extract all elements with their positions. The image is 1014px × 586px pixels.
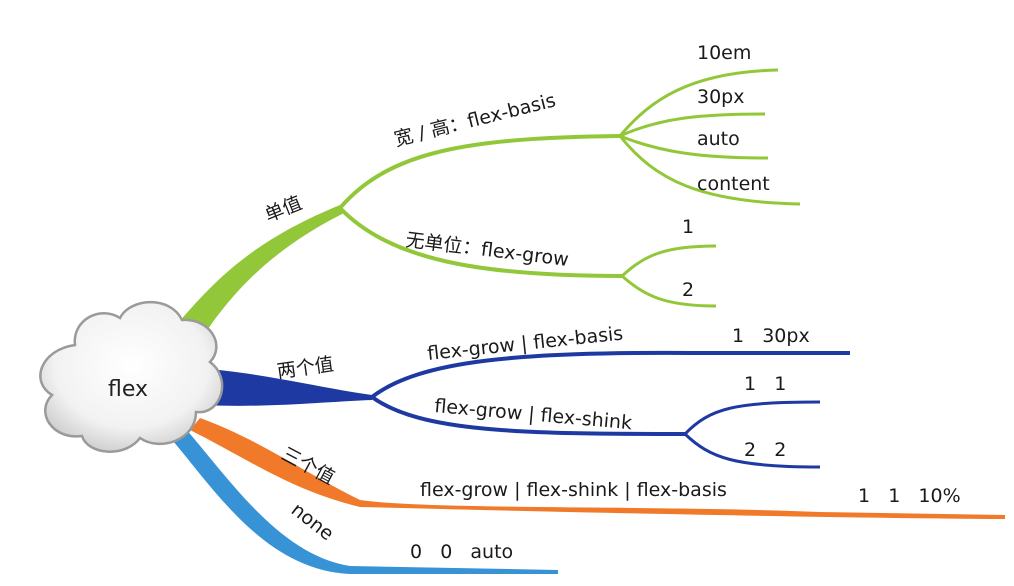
- leaf-line-2-2: [683, 432, 821, 469]
- root-cloud: flex: [39, 300, 224, 453]
- triple-value: 1 1 10%: [858, 485, 961, 507]
- leaf-grow-1: 1: [682, 216, 694, 238]
- leaf-auto: auto: [697, 128, 740, 150]
- triple-sub-label: flex-grow | flex-shink | flex-basis: [420, 479, 727, 501]
- branch-double-label: 两个值: [276, 353, 336, 383]
- leaf-1-1: 1 1: [744, 373, 786, 395]
- leaf-line-30px: [619, 112, 766, 138]
- leaf-line-content: [618, 135, 801, 206]
- branch-grow-basis-line: [370, 350, 850, 399]
- unitless-label: 无单位：flex-grow: [404, 229, 570, 271]
- cloud-shape: [39, 300, 224, 453]
- leaf-line-10em: [618, 68, 779, 137]
- leaf-line-1-1: [683, 400, 821, 436]
- branch-single: 单值 宽 / 高：flex-basis 10em 30px auto conte…: [150, 42, 801, 370]
- leaf-line-1: [620, 244, 717, 278]
- branch-unitless-line: [338, 206, 623, 278]
- leaf-30px: 30px: [697, 86, 744, 108]
- branch-none-trunk: [168, 428, 558, 574]
- leaf-10em: 10em: [697, 42, 751, 64]
- grow-shrink-label: flex-grow | flex-shink: [434, 395, 633, 434]
- none-value: 0 0 auto: [410, 541, 513, 563]
- branch-single-label: 单值: [262, 192, 305, 227]
- leaf-content: content: [697, 173, 770, 195]
- leaf-grow-2: 2: [682, 279, 694, 301]
- leaf-line-2: [621, 274, 717, 308]
- branch-none-label: none: [287, 499, 338, 546]
- root-label: flex: [108, 377, 148, 402]
- leaf-2-2: 2 2: [744, 439, 786, 461]
- width-height-label: 宽 / 高：flex-basis: [392, 89, 558, 150]
- branch-width-height-line: [338, 134, 621, 210]
- grow-basis-value: 1 30px: [732, 325, 810, 347]
- branch-grow-shrink-line: [370, 395, 686, 436]
- branch-double-trunk: [195, 368, 372, 406]
- leaf-line-auto: [619, 134, 769, 160]
